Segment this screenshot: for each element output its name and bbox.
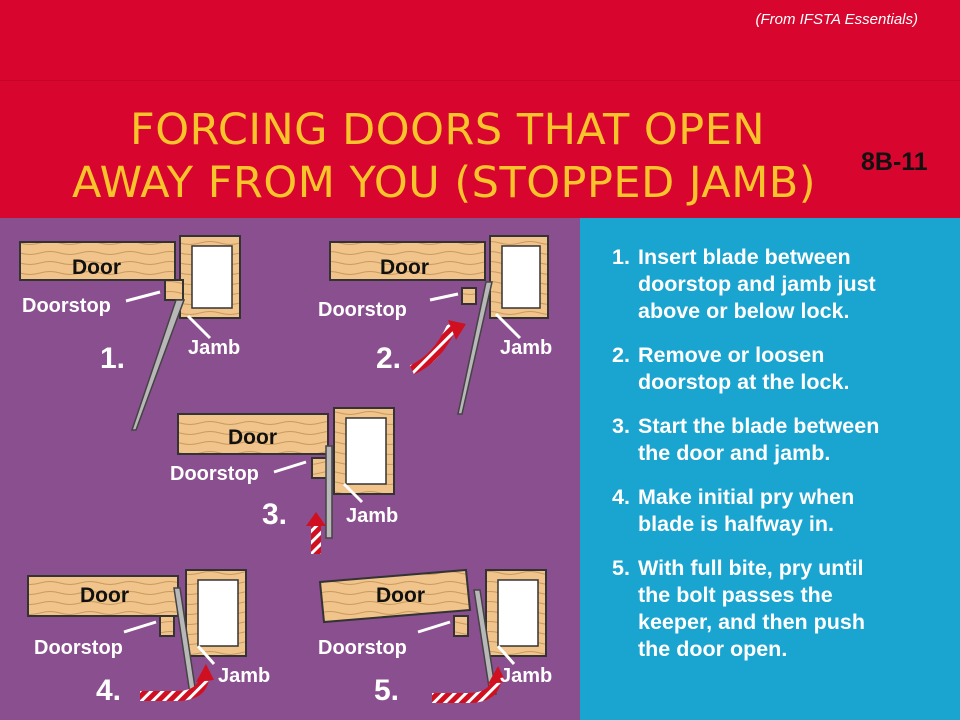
step-text: Insert blade between doorstop and jamb j…: [638, 245, 876, 323]
step-2: 2. Remove or loosen doorstop at the lock…: [612, 342, 952, 396]
step-number: 5.: [612, 556, 630, 580]
push-arrow-head: [306, 512, 326, 526]
jamb-opening: [497, 579, 539, 647]
doorstop-label: Doorstop: [22, 295, 111, 317]
panel-number: 5.: [374, 674, 399, 707]
door-label: Door: [80, 584, 129, 607]
step-number: 1.: [612, 245, 630, 269]
door-slab: [177, 413, 329, 455]
push-arrow: [311, 524, 321, 554]
panel-5: Door Doorstop Jamb 5.: [318, 568, 552, 707]
doorstop-label: Doorstop: [318, 637, 407, 659]
slide-title: FORCING DOORS THAT OPEN AWAY FROM YOU (S…: [72, 104, 852, 210]
doorstop-block: [159, 615, 175, 637]
step-text: Remove or loosen doorstop at the lock.: [638, 343, 850, 394]
doorstop-block: [461, 287, 477, 305]
doorstop-pointer: [429, 292, 459, 302]
header-divider: [0, 80, 960, 81]
jamb-pointer: [494, 312, 522, 340]
step-text: Start the blade between the door and jam…: [638, 414, 880, 465]
door-slab: [329, 241, 486, 281]
pry-blade: [130, 299, 186, 431]
door-label: Door: [376, 584, 425, 607]
panel-3: Door Doorstop Jamb 3.: [170, 407, 398, 554]
jamb-pointer: [186, 314, 212, 340]
doorstop-pointer: [123, 620, 157, 634]
instructions-panel: [580, 218, 960, 720]
panel-number: 1.: [100, 342, 125, 375]
step-5: 5. With full bite, pry until the bolt pa…: [612, 555, 952, 663]
jamb-pointer: [496, 645, 516, 665]
jamb-label: Jamb: [500, 337, 552, 359]
doorstop-label: Doorstop: [170, 463, 259, 485]
door-slab: [318, 568, 472, 624]
door-slab: [19, 241, 176, 281]
step-3: 3. Start the blade between the door and …: [612, 413, 952, 467]
panel-number: 3.: [262, 498, 287, 531]
jamb-opening: [197, 579, 239, 647]
header-banner: (From IFSTA Essentials) FORCING DOORS TH…: [0, 0, 960, 218]
jamb-opening: [191, 245, 233, 309]
panel-4: Door Doorstop Jamb 4.: [27, 569, 270, 707]
doorstop-label: Doorstop: [318, 299, 407, 321]
pry-blade: [473, 589, 497, 695]
step-number: 4.: [612, 485, 630, 509]
title-line-1: FORCING DOORS THAT OPEN: [130, 105, 766, 155]
step-number: 2.: [612, 343, 630, 367]
slide-number: 8B-11: [861, 148, 928, 176]
instruction-steps: 1. Insert blade between doorstop and jam…: [612, 244, 952, 680]
jamb-pointer: [196, 645, 216, 665]
panel-number: 4.: [96, 674, 121, 707]
jamb-label: Jamb: [188, 337, 240, 359]
pry-blade: [325, 445, 333, 539]
doorstop-pointer: [273, 460, 307, 474]
jamb-label: Jamb: [346, 505, 398, 527]
jamb-opening: [345, 417, 387, 485]
jamb-opening: [501, 245, 541, 309]
pry-blade: [457, 281, 493, 415]
jamb-pointer: [342, 482, 364, 504]
jamb-label: Jamb: [500, 665, 552, 687]
step-text: With full bite, pry until the bolt passe…: [638, 556, 865, 661]
door-label: Door: [72, 256, 121, 279]
jamb-label: Jamb: [218, 665, 270, 687]
source-note: (From IFSTA Essentials): [755, 11, 918, 28]
doorstop-pointer: [125, 290, 161, 303]
step-text: Make initial pry when blade is halfway i…: [638, 485, 855, 536]
diagram-illustrations: Door Doorstop Jamb 1. Door Doorstop Jamb…: [19, 235, 552, 707]
door-label: Door: [380, 256, 429, 279]
panel-number: 2.: [376, 342, 401, 375]
title-line-2: AWAY FROM YOU (STOPPED JAMB): [72, 158, 817, 208]
door-slab: [27, 575, 179, 617]
door-label: Door: [228, 426, 277, 449]
pry-arrow: [409, 323, 457, 375]
doorstop-block: [164, 279, 184, 301]
step-1: 1. Insert blade between doorstop and jam…: [612, 244, 952, 325]
pry-arrow-head: [488, 666, 506, 684]
panel-1: Door Doorstop Jamb 1.: [19, 235, 241, 431]
doorstop-label: Doorstop: [34, 637, 123, 659]
doorstop-block: [453, 615, 469, 637]
doorstop-pointer: [417, 620, 451, 634]
pry-arrow-head: [196, 664, 214, 682]
panel-2: Door Doorstop Jamb 2.: [318, 235, 552, 415]
pry-arrow: [432, 680, 501, 703]
pry-arrow: [140, 678, 209, 701]
step-number: 3.: [612, 414, 630, 438]
pry-arrow-head: [448, 320, 466, 340]
step-4: 4. Make initial pry when blade is halfwa…: [612, 484, 952, 538]
